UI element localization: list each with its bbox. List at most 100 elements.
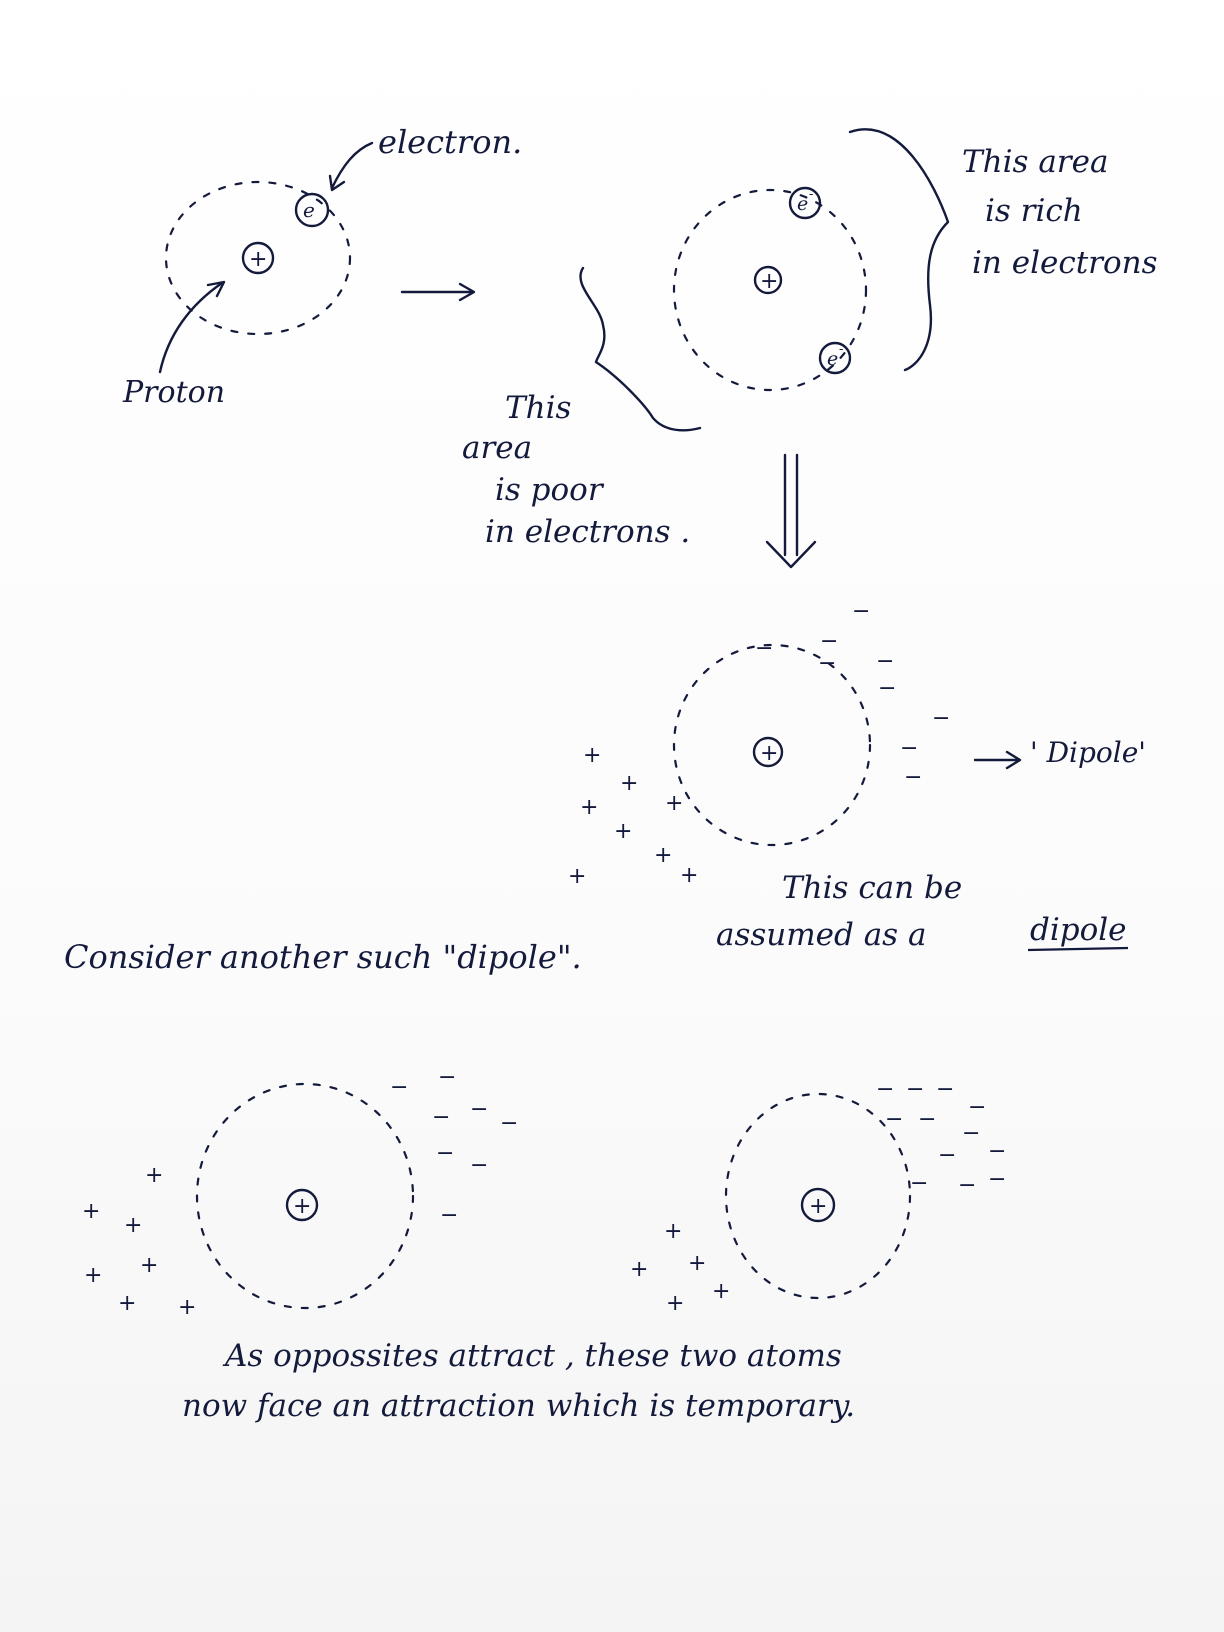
minus-charge: − — [818, 651, 836, 676]
minus-charge: − — [470, 1153, 488, 1178]
poor-area-brace — [579, 266, 702, 432]
plus-charge: + — [654, 843, 672, 868]
atom-5-proton-symbol: + — [809, 1194, 827, 1219]
conclusion-line-1: As oppossites attract , these two atoms — [222, 1338, 842, 1374]
atom-3-orbit — [672, 643, 872, 847]
conclusion-line-2: now face an attraction which is temporar… — [182, 1388, 855, 1424]
proton-pointer-arrow — [158, 281, 224, 374]
minus-charge: − — [988, 1167, 1006, 1192]
atom-1: + e - — [164, 180, 352, 336]
minus-charge: − — [958, 1173, 976, 1198]
consider-text: Consider another such "dipole". — [64, 938, 582, 976]
plus-charge: + — [568, 864, 586, 889]
minus-charge: − — [390, 1075, 408, 1100]
dipole-tag-arrowhead — [1005, 750, 1022, 770]
poor-area-text: This area is poor in electrons . — [462, 390, 690, 550]
plus-charge: + — [620, 771, 638, 796]
plus-charge: + — [666, 1291, 684, 1316]
atom-5-negative-charges: − − − − − − − − − − − − — [876, 1077, 1006, 1198]
plus-charge: + — [664, 1219, 682, 1244]
plus-charge: + — [680, 863, 698, 888]
atom-2-electron-top-symbol: e — [797, 193, 808, 215]
minus-charge: − — [876, 649, 894, 674]
plus-charge: + — [124, 1213, 142, 1238]
minus-charge: − — [962, 1121, 980, 1146]
minus-charge: − — [906, 1077, 924, 1102]
minus-charge: − — [500, 1111, 518, 1136]
atom-4-proton-symbol: + — [293, 1194, 311, 1219]
minus-charge: − — [968, 1095, 986, 1120]
minus-charge: − — [470, 1097, 488, 1122]
minus-charge: − — [878, 676, 896, 701]
plus-charge: + — [140, 1253, 158, 1278]
atom-3-dipole: + + + + + + + + + − − − − − − − − − — [568, 599, 950, 889]
rich-area-text: This area is rich in electrons — [962, 144, 1158, 281]
proton-label: Proton — [122, 375, 225, 410]
atom-4-negative-charges: − − − − − − − − — [390, 1065, 518, 1228]
atom-1-orbit — [164, 180, 352, 336]
minus-charge: − — [820, 629, 838, 654]
minus-charge: − — [876, 1077, 894, 1102]
atom-2-electron-bottom — [818, 341, 852, 375]
plus-charge: + — [583, 743, 601, 768]
atom-5-positive-charges: + + + + + — [630, 1219, 730, 1316]
minus-charge: − — [438, 1065, 456, 1090]
minus-charge: − — [918, 1107, 936, 1132]
dipole-underline — [1027, 946, 1129, 952]
atom-3-proton-symbol: + — [760, 741, 778, 766]
plus-charge: + — [118, 1291, 136, 1316]
assumed-line-3: dipole — [1030, 912, 1127, 948]
atom-2-electron-top-superscript: - — [809, 187, 813, 202]
minus-charge: − — [852, 599, 870, 624]
plus-charge: + — [665, 791, 683, 816]
plus-charge: + — [145, 1163, 163, 1188]
minus-charge: − — [910, 1171, 928, 1196]
minus-charge: − — [436, 1141, 454, 1166]
minus-charge: − — [904, 765, 922, 790]
dipole-tag-label: ' Dipole' — [1030, 736, 1146, 769]
plus-charge: + — [712, 1279, 730, 1304]
atom-2-nucleus — [753, 265, 783, 295]
plus-charge: + — [84, 1263, 102, 1288]
atom-3-positive-charges: + + + + + + + + — [568, 743, 698, 889]
minus-charge: − — [885, 1107, 903, 1132]
plus-charge: + — [178, 1295, 196, 1320]
atom-2-electron-top — [788, 186, 822, 220]
minus-charge: − — [938, 1143, 956, 1168]
atom-3-nucleus — [752, 736, 784, 768]
atom-4-positive-charges: + + + + + + + — [82, 1163, 196, 1320]
proton-pointer-arrowhead — [206, 280, 226, 298]
plus-charge: + — [614, 819, 632, 844]
down-arrow-head — [765, 540, 817, 569]
atom-2-electron-bottom-symbol: e — [827, 348, 838, 370]
atom-2-proton-symbol: + — [760, 269, 778, 294]
transition-arrowhead — [458, 282, 476, 302]
plus-charge: + — [580, 795, 598, 820]
minus-charge: − — [900, 736, 918, 761]
plus-charge: + — [630, 1257, 648, 1282]
atom-5: + + + + + + − − − − − − − − − − − − — [630, 1077, 1006, 1316]
rich-area-brace — [848, 128, 950, 372]
minus-charge: − — [988, 1139, 1006, 1164]
atom-5-orbit — [724, 1092, 912, 1300]
atom-4: + + + + + + + + − − − − − − − − — [82, 1065, 518, 1320]
atom-3-negative-charges: − − − − − − − − − — [755, 599, 950, 790]
atom-1-proton-symbol: + — [249, 247, 267, 272]
atom-2-orbit — [672, 188, 868, 392]
plus-charge: + — [688, 1251, 706, 1276]
atom-5-nucleus — [800, 1187, 836, 1223]
electron-label: electron. — [378, 123, 522, 161]
minus-charge: − — [440, 1203, 458, 1228]
assumed-line-1: This can be — [782, 870, 962, 906]
atom-4-orbit — [195, 1082, 415, 1310]
atom-2: + e - e - — [672, 186, 868, 392]
atom-1-electron-superscript: - — [316, 192, 321, 208]
assumed-line-2: assumed as a — [716, 917, 926, 953]
minus-charge: − — [932, 706, 950, 731]
atom-1-nucleus — [241, 241, 275, 275]
plus-charge: + — [82, 1199, 100, 1224]
minus-charge: − — [432, 1105, 450, 1130]
minus-charge: − — [936, 1077, 954, 1102]
